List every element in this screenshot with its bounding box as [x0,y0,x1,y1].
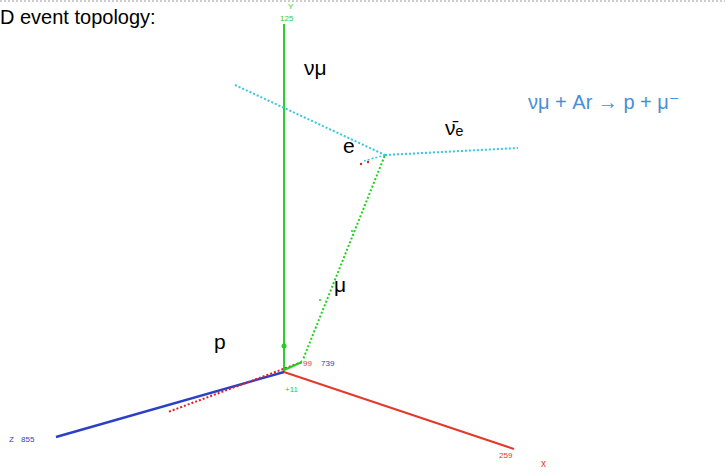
particle-label: νμ [304,56,327,79]
axis-value: 739 [320,360,335,369]
vertex-dot [282,344,287,349]
reaction-text: νμ + Ar → p + μ⁻ [528,91,679,113]
antineutrino-track [385,148,518,155]
proton-track [168,362,302,412]
particle-label: μ [334,273,346,296]
axis-value: 99 [302,360,313,369]
electron-hit [367,161,369,163]
z-axis [56,372,284,437]
muon-track [302,155,385,362]
muon-track-start [284,362,302,370]
axis-value: 125 [279,15,294,24]
electron-hit [360,163,362,165]
electron-track [364,155,385,161]
particle-label: ν̄ₑ [445,116,463,139]
axis-value: 259 [498,452,513,461]
neutrino-track [235,85,385,155]
axis-name: x [540,458,547,469]
y-axis [283,24,285,372]
x-axis [284,372,514,449]
axis-value: +11 [284,386,299,395]
muon-hit [319,299,321,301]
axis-name: Y [287,3,294,12]
particle-label: p [214,330,226,353]
axis-value: 855 [20,436,35,445]
muon-hit [351,230,353,232]
particle-label: e [343,134,355,157]
frame-border [0,1,725,2]
heading-text: D event topology: [0,6,156,28]
axis-name: Z [8,436,15,445]
